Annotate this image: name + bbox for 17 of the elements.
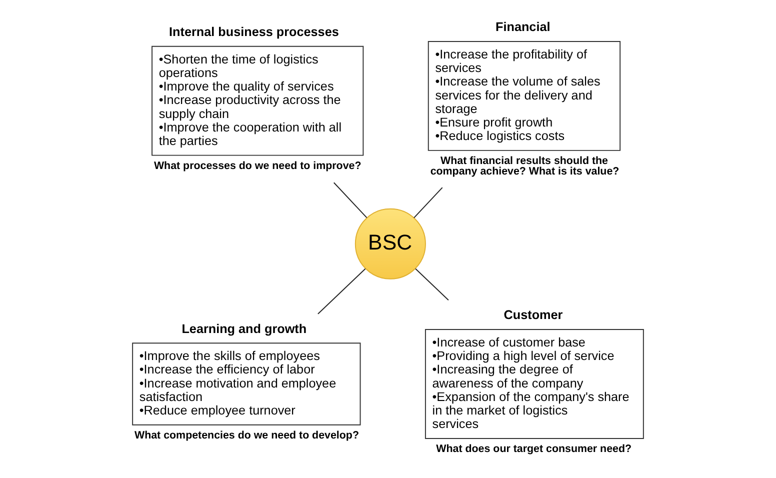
connector [317, 268, 366, 314]
node-label: What processes do we need to improve? [154, 160, 362, 172]
node-circle: BSC [354, 208, 426, 280]
node-label: What competencies do we need to develop? [134, 429, 359, 442]
node-box: •Shorten the time of logistics operations •Improve the quality of services •Increase productivity across the supply chain •Improve the cooperation with all the parties [152, 46, 364, 156]
node-box: •Increase the profitability of services •Increase the volume of sales services for the delivery and storage •Ensure profit growth •Reduce logistics costs [428, 40, 621, 151]
node-label: What does our target consumer need? [436, 442, 632, 455]
node-label: Learning and growth [182, 322, 307, 336]
connector [415, 268, 449, 301]
node-label: Customer [504, 308, 563, 322]
connector [333, 182, 368, 218]
connector [414, 187, 443, 218]
node-box: •Increase of customer base •Providing a high level of service •Increasing the degree of awareness of the company •Expansion of the company's share in the market of logistics services [424, 329, 644, 439]
node-label: Financial [496, 20, 550, 34]
node-label: What financial results should the company achieve? What is its value? [430, 154, 620, 178]
node-box: •Improve the skills of employees •Increase the efficiency of labor •Increase motivation and employee satisfaction •Reduce employee turnover [132, 342, 361, 426]
node-label: Internal business processes [169, 25, 339, 40]
